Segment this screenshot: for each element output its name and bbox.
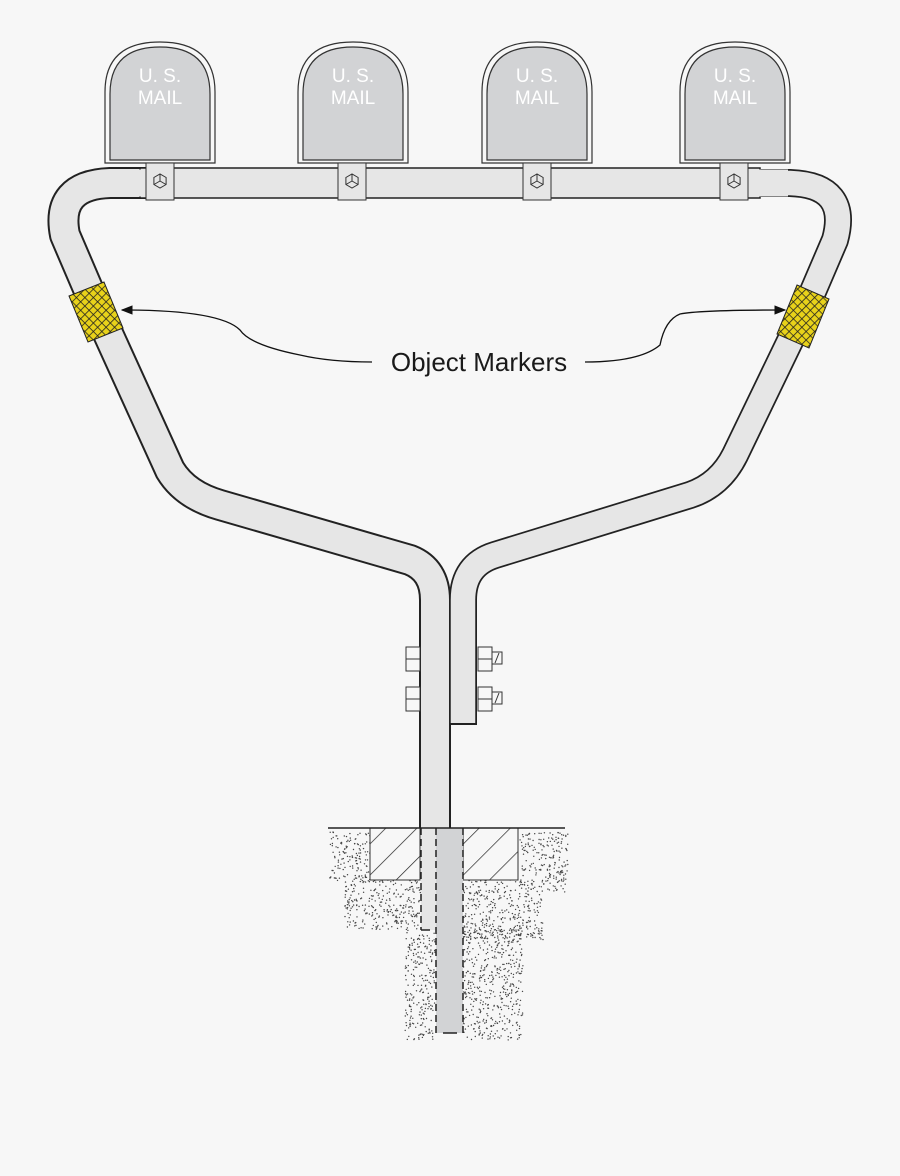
mailbox: U. S.MAIL bbox=[297, 41, 409, 201]
object-marker-left bbox=[68, 281, 124, 343]
buried-post bbox=[436, 828, 463, 1033]
concrete-footing-right bbox=[462, 827, 519, 881]
object-marker-right bbox=[776, 284, 830, 349]
mailbox-label: U. S. bbox=[139, 66, 181, 87]
bolt-head-icon bbox=[530, 173, 544, 189]
mailbox-label: U. S. bbox=[516, 66, 558, 87]
leader-line-right bbox=[584, 305, 787, 363]
mailbox-label: U. S. bbox=[332, 66, 374, 87]
mailbox: U. S.MAIL bbox=[104, 41, 216, 201]
mailbox-label: MAIL bbox=[138, 88, 182, 109]
callout-label: Object Markers bbox=[391, 347, 567, 377]
object-markers-callout: Object Markers bbox=[120, 305, 787, 377]
bolts bbox=[405, 646, 503, 712]
bolt-head-icon bbox=[153, 173, 167, 189]
mailbox-label: MAIL bbox=[515, 88, 559, 109]
mailbox-label: MAIL bbox=[713, 88, 757, 109]
mailbox-label: U. S. bbox=[714, 66, 756, 87]
mailbox: U. S.MAIL bbox=[679, 41, 791, 201]
mailbox-label: MAIL bbox=[331, 88, 375, 109]
mailbox: U. S.MAIL bbox=[481, 41, 593, 201]
leader-line-left bbox=[120, 305, 373, 363]
foundation bbox=[328, 827, 565, 1034]
concrete-footing-left bbox=[369, 827, 421, 881]
soil-stipple bbox=[329, 831, 569, 1041]
mailbox-support-frame bbox=[47, 167, 852, 830]
bolt-head-icon bbox=[727, 173, 741, 189]
bolt-head-icon bbox=[345, 173, 359, 189]
